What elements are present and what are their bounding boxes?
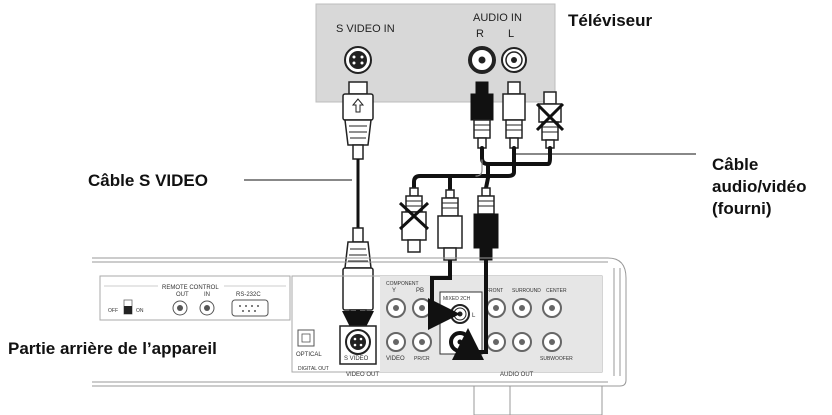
component-y-jack[interactable] — [386, 298, 406, 318]
center-jack[interactable] — [542, 298, 562, 318]
rca-plug-unused-bottom — [398, 187, 430, 253]
remote-in-label: IN — [204, 292, 210, 298]
remote-control-section: REMOTE CONTROL OFF ON OUT IN RS-232C — [99, 275, 291, 321]
on-label: ON — [136, 308, 144, 314]
svideo-cable-label: Câble S VIDEO — [88, 171, 208, 190]
tv-audio-right-jack — [468, 46, 496, 74]
video-label: VIDEO — [386, 356, 405, 362]
rca-plug-unused-top — [535, 91, 565, 149]
mixed-2ch-label: MIXED 2CH — [443, 296, 471, 302]
tv-audio-in-label: AUDIO IN — [473, 12, 522, 24]
av-cable-bottom-plugs — [398, 187, 499, 261]
rca-plug-black-top — [470, 81, 494, 149]
front-label: FRONT — [486, 288, 503, 294]
remote-control-label: REMOTE CONTROL — [162, 285, 219, 291]
tv-audio-left-label: L — [508, 28, 514, 40]
svg-text:L: L — [472, 313, 476, 319]
tv-title: Téléviseur — [568, 11, 653, 30]
component-pr-label: PR/CR — [414, 356, 430, 362]
device-svideo-label: S VIDEO — [344, 356, 369, 362]
rs232c-port[interactable] — [231, 299, 269, 317]
arrow-up-icon — [351, 98, 365, 113]
not-connected-cross-icon — [535, 102, 565, 132]
audio-out-label: AUDIO OUT — [500, 372, 534, 378]
surround-label: SURROUND — [512, 288, 541, 294]
av-cable-top-plugs — [470, 81, 565, 149]
av-cable-label-line1: Câble — [712, 155, 759, 174]
av-cable-label-line2: audio/vidéo — [712, 177, 807, 196]
front-r-jack[interactable] — [486, 332, 506, 352]
tv-svideo-in-label: S VIDEO IN — [336, 23, 395, 35]
digital-out-label: DIGITAL OUT — [298, 366, 329, 372]
video-jack[interactable] — [386, 332, 406, 352]
optical-out: OPTICAL DIGITAL OUT — [296, 329, 329, 372]
svideo-cable — [342, 81, 374, 343]
av-cable-label-line3: (fourni) — [712, 199, 772, 218]
component-y-label: Y — [392, 288, 396, 294]
rca-plug-white-bottom — [437, 189, 463, 261]
tv-svideo-jack — [344, 46, 372, 74]
subwoofer-label: SUBWOOFER — [540, 356, 573, 362]
tv-audio-left-jack — [501, 47, 527, 73]
rca-plug-white-top — [502, 81, 526, 149]
component-pb-label: PB — [416, 288, 424, 294]
not-connected-cross-icon — [398, 201, 430, 231]
rear-panel-label: Partie arrière de l’appareil — [8, 339, 217, 358]
surround-r-jack[interactable] — [512, 332, 532, 352]
component-pr-jack[interactable] — [412, 332, 432, 352]
center-label: CENTER — [546, 288, 567, 294]
surround-l-jack[interactable] — [512, 298, 532, 318]
rca-plug-black-bottom — [473, 187, 499, 261]
svideo-plug-bottom — [342, 267, 374, 311]
off-label: OFF — [108, 308, 118, 314]
svideo-plug-top — [342, 93, 374, 121]
device-svideo-jack[interactable]: S VIDEO — [339, 325, 377, 365]
front-l-jack[interactable] — [486, 298, 506, 318]
subwoofer-jack[interactable] — [542, 332, 562, 352]
rs232c-label: RS-232C — [236, 292, 261, 298]
video-out-label: VIDEO OUT — [346, 372, 379, 378]
optical-label: OPTICAL — [296, 352, 322, 358]
component-label: COMPONENT — [386, 281, 419, 287]
component-pb-jack[interactable] — [412, 298, 432, 318]
tv-audio-right-label: R — [476, 28, 484, 40]
connection-arrows — [428, 260, 488, 360]
remote-out-label: OUT — [176, 292, 189, 298]
av-cable-wires — [412, 146, 552, 192]
